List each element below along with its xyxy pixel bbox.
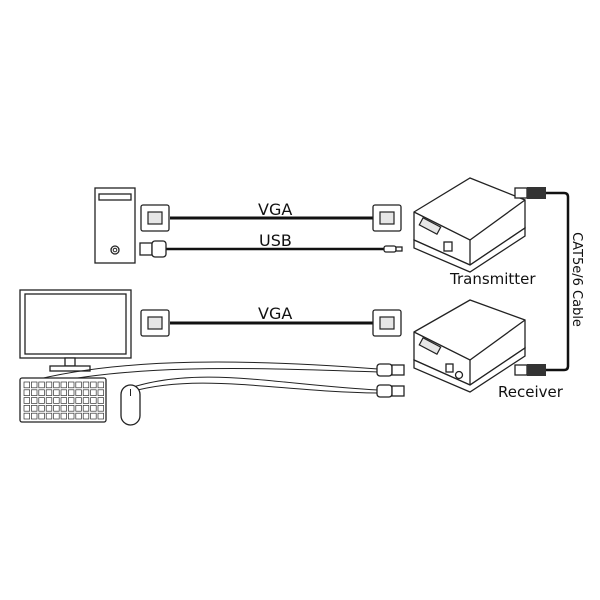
receiver-label: Receiver xyxy=(498,383,563,401)
keyboard-key xyxy=(31,381,38,389)
keyboard-key xyxy=(23,397,30,404)
vga-connector-icon xyxy=(140,204,170,232)
vga-connector-icon xyxy=(140,309,170,337)
keyboard-key xyxy=(97,397,104,404)
keyboard-key xyxy=(75,412,82,420)
keyboard-key xyxy=(23,405,30,412)
keyboard-key xyxy=(31,389,38,396)
keyboard-key xyxy=(38,397,45,404)
keyboard-key xyxy=(68,389,75,396)
vga-cable-bottom xyxy=(140,309,402,337)
vga-cable-top xyxy=(140,204,402,232)
vga-connector-icon xyxy=(372,309,402,337)
keyboard-key xyxy=(97,412,104,420)
pc-tower-icon xyxy=(94,187,136,264)
keyboard-key xyxy=(82,389,90,396)
rj45-connector-icon xyxy=(514,364,546,376)
keyboard-key xyxy=(45,397,53,404)
usb-cable xyxy=(139,240,403,258)
vga-bottom-label: VGA xyxy=(258,304,293,323)
keyboard-key xyxy=(60,412,67,420)
usb-plug-icon xyxy=(139,240,167,258)
keyboard-key xyxy=(45,412,53,420)
keyboard-key xyxy=(97,405,104,412)
keyboard-key xyxy=(45,389,53,396)
keyboard-key xyxy=(38,405,45,412)
mouse-icon xyxy=(120,384,141,426)
keyboard-key xyxy=(75,397,82,404)
keyboard-key xyxy=(75,389,82,396)
keyboard-key xyxy=(90,389,97,396)
cat5-cable-label: CAT5e/6 Cable xyxy=(568,232,584,327)
keyboard-key xyxy=(53,405,60,412)
keyboard-key xyxy=(90,381,97,389)
cat5-cable xyxy=(514,187,570,376)
receiver-box-icon xyxy=(413,299,526,393)
vga-top-label: VGA xyxy=(258,200,293,219)
monitor-icon xyxy=(19,289,132,372)
keyboard-key xyxy=(82,405,90,412)
keyboard-key xyxy=(53,397,60,404)
keyboard-key xyxy=(68,412,75,420)
keyboard-key xyxy=(75,381,82,389)
keyboard-key xyxy=(45,405,53,412)
keyboard-key xyxy=(82,412,90,420)
keyboard-icon xyxy=(19,377,107,423)
vga-connector-icon xyxy=(372,204,402,232)
keyboard-key xyxy=(68,381,75,389)
keyboard-key xyxy=(97,389,104,396)
keyboard-key xyxy=(53,381,60,389)
keyboard-key xyxy=(53,412,60,420)
rj45-connector-icon xyxy=(514,187,546,199)
keyboard-key xyxy=(90,405,97,412)
keyboard-key xyxy=(60,389,67,396)
keyboard-key xyxy=(82,381,90,389)
keyboard-key xyxy=(68,397,75,404)
keyboard-key xyxy=(31,412,38,420)
keyboard-key xyxy=(75,405,82,412)
keyboard-key xyxy=(60,405,67,412)
keyboard-key xyxy=(23,412,30,420)
keyboard-key xyxy=(45,381,53,389)
usb-plug-icon xyxy=(376,363,405,377)
keyboard-key xyxy=(23,389,30,396)
mini-usb-plug-icon xyxy=(383,245,403,253)
keyboard-key xyxy=(90,412,97,420)
keyboard-key xyxy=(31,397,38,404)
keyboard-key xyxy=(23,381,30,389)
keyboard-key xyxy=(60,397,67,404)
keyboard-key xyxy=(31,405,38,412)
keyboard-key xyxy=(68,405,75,412)
keyboard-key xyxy=(97,381,104,389)
usb-plug-icon xyxy=(376,384,405,398)
keyboard-key xyxy=(38,381,45,389)
transmitter-box-icon xyxy=(413,177,526,273)
keyboard-key xyxy=(53,389,60,396)
keyboard-key xyxy=(82,397,90,404)
usb-label: USB xyxy=(259,231,292,250)
keyboard-key xyxy=(38,389,45,396)
keyboard-key xyxy=(38,412,45,420)
keyboard-key xyxy=(60,381,67,389)
transmitter-label: Transmitter xyxy=(450,270,536,288)
keyboard-key xyxy=(90,397,97,404)
